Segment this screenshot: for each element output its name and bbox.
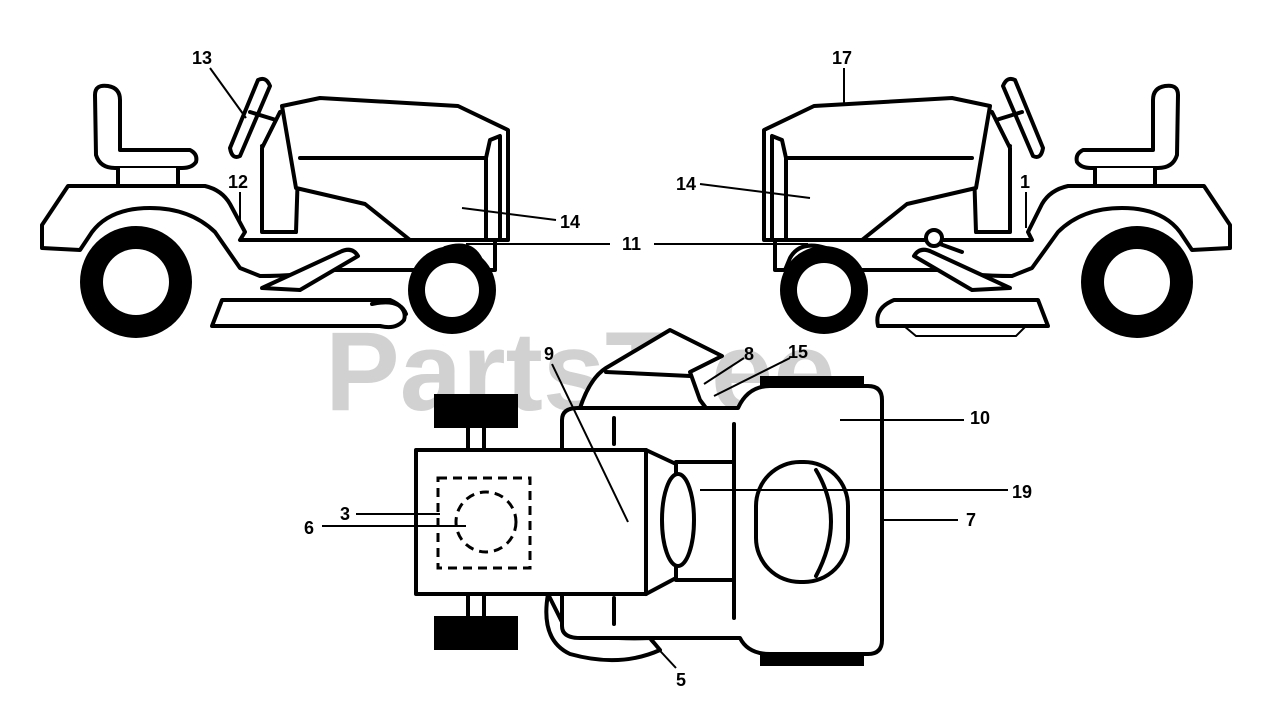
hood-right [762,96,992,242]
seat-base-left [116,166,180,188]
discharge-chute-top [578,328,724,410]
hood-side-panel-left [298,134,502,242]
steering-wheel-right [1001,76,1045,159]
seat-base-right [1093,166,1157,188]
fuel-area-outline [436,476,532,570]
callout-9: 9 [544,344,554,364]
leader-8 [703,357,745,385]
tractor-top-view [414,328,884,666]
callout-13: 13 [192,48,212,68]
hood-left [280,96,510,242]
callout-14-right: 14 [676,174,696,194]
seat-right [1074,83,1180,170]
callout-15: 15 [788,342,808,362]
callout-11: 11 [622,234,641,254]
deck-chute-left [370,300,408,316]
rear-tire-top-left [434,394,518,428]
mower-deck-right [875,298,1050,328]
leader-14-left [461,207,557,221]
rear-tire-top-right [434,616,518,650]
leader-14-right [699,183,811,199]
chute-inner-top [604,370,692,378]
callout-8: 8 [744,344,754,364]
callout-14-left: 14 [560,212,580,232]
rear-hub-right [1104,249,1170,315]
steering-wheel-left [228,76,272,159]
callout-19: 19 [1012,482,1032,502]
tractor-left-side-view [40,76,510,338]
seat-left [93,83,199,170]
callout-3: 3 [340,504,350,524]
lift-lever-right [938,242,964,254]
leader-13 [209,67,247,119]
leader-lines [209,67,1027,669]
deck-skirt-right [903,325,1027,337]
callout-7: 7 [966,510,976,530]
callout-5: 5 [676,670,686,690]
lift-lever-knob-right [924,228,944,248]
front-hub-right [797,263,851,317]
hood-side-panel-right [770,134,974,242]
engine-cover-top [754,460,850,584]
callout-12: 12 [228,172,248,192]
front-hub-left [425,263,479,317]
callout-10: 10 [970,408,990,428]
fuel-cap-outline [454,490,518,554]
engine-cover-rim-top [814,468,833,578]
callout-6: 6 [304,518,314,538]
rear-axle-top [466,426,486,618]
callout-labels: 13 12 14 11 14 17 1 9 8 15 10 19 7 3 6 5 [192,48,1032,690]
callout-17: 17 [832,48,852,68]
leader-15 [713,357,791,397]
leader-5 [649,639,677,669]
callout-1: 1 [1020,172,1030,192]
footrest-right [912,247,1012,292]
footrest-left [260,247,360,292]
leader-9 [551,363,629,523]
steering-wheel-top [660,472,696,568]
tractor-right-side-view [762,76,1232,338]
rear-hub-left [103,249,169,315]
